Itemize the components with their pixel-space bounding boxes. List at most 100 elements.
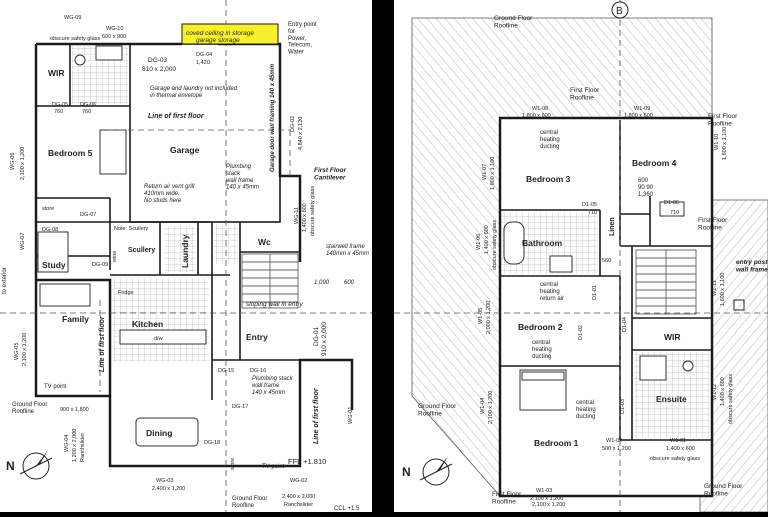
- note-line: 410mm wide.: [144, 191, 180, 197]
- note-line: ducting: [540, 144, 559, 150]
- note-garage-door-framing: Garage door wall framing 140 x 45mm: [270, 63, 276, 172]
- label-w109-size: 1,800 x 600: [624, 113, 653, 119]
- label-760-a: 760: [54, 109, 63, 115]
- label-dg02-size: 4,840 x 2,120: [298, 117, 304, 150]
- note-line-first-floor-2: Line of first floor: [99, 315, 106, 372]
- label-w105-size: 2,000 x 1,200: [486, 301, 492, 334]
- label-dg15: DG-15: [218, 368, 234, 374]
- note-line: Ground Floor: [494, 15, 533, 22]
- note-line: Roofline: [708, 120, 732, 127]
- room-linen: Linen: [609, 217, 616, 236]
- label-dg06: DG-06: [80, 102, 96, 108]
- label-wg04-size: 1,200 x 2,000: [72, 429, 78, 462]
- note-line: Roofline: [494, 22, 518, 29]
- label-w101-size: 1,400 x 600: [666, 446, 695, 452]
- label-dg08: DG-08: [42, 227, 58, 233]
- first-floor-plan: B Bedroom 3 Bedroom 4 Bathroom Linen Bed…: [394, 0, 768, 513]
- label-dg16: DG-16: [250, 368, 266, 374]
- label-bottom-size: 2,100 x 1,200: [532, 502, 565, 508]
- note-line: Roofline: [570, 94, 594, 101]
- label-w109: W1-09: [634, 106, 650, 112]
- room-laundry: Laundry: [180, 234, 190, 268]
- room-entry: Entry: [246, 332, 268, 342]
- label-w105: W1-05: [478, 308, 484, 324]
- label-dg01-size: 910 x 2,000: [321, 322, 328, 356]
- label-w106: W1-06: [476, 234, 482, 250]
- note-line: 90 90: [638, 185, 654, 191]
- svg-text:N: N: [402, 465, 411, 479]
- label-w107-size: 1,800 x 1,100: [490, 157, 496, 190]
- note-line: central: [532, 340, 550, 346]
- note-garage-storage: garage storage: [196, 37, 240, 44]
- label-dg01: DG-01: [313, 326, 320, 346]
- label-fridge: Fridge: [118, 290, 134, 296]
- note-line: wall frame: [736, 266, 768, 273]
- room-bedroom4: Bedroom 4: [632, 158, 677, 168]
- note-line: central: [540, 130, 558, 136]
- grid-label-b: B: [616, 6, 623, 17]
- note-line: 140 x 45mm: [252, 390, 285, 396]
- label-wg06-size: 2,100 x 1,200: [20, 147, 26, 180]
- label-560: 560: [602, 258, 611, 264]
- label-dg03: DG-03: [148, 57, 168, 64]
- label-710-b: 710: [670, 210, 679, 216]
- note-line: 600: [638, 178, 649, 184]
- label-dg18: DG-18: [204, 440, 220, 446]
- room-store-1: store: [42, 206, 54, 212]
- kitchen-tiles: [113, 278, 209, 362]
- first-floor-room-labels: Bedroom 3 Bedroom 4 Bathroom Linen Bedro…: [518, 158, 687, 448]
- first-floor-grid-lines: [394, 0, 768, 512]
- room-study: Study: [42, 260, 66, 270]
- label-wg10-size: 600 x 900: [102, 34, 126, 40]
- note-line: First Floor: [698, 217, 728, 224]
- garage-walls: [36, 43, 300, 400]
- ground-floor-plan: WG-09 obscure safety glass WG-10 600 x 9…: [0, 0, 372, 512]
- grid-bubble-b: [611, 1, 629, 19]
- label-dg07: DG-07: [80, 212, 96, 218]
- room-wc: Wc: [258, 237, 271, 247]
- note-line: for: [288, 29, 295, 35]
- label-dw: d/w: [154, 336, 163, 342]
- note-line: Roofline: [704, 490, 728, 497]
- note-line: heating: [540, 137, 560, 143]
- label-w112-note: obscure safety glass: [728, 374, 734, 424]
- ground-grid-lines: [0, 0, 372, 512]
- label-w106-size: 1,400 x 600: [484, 225, 490, 254]
- note-line: Ground Floor: [704, 483, 743, 490]
- room-wir-ff: WIR: [664, 332, 681, 342]
- label-w112: W1-12: [712, 384, 718, 400]
- label-d101: D1-01: [592, 285, 598, 300]
- note-line: wall frame: [226, 178, 254, 184]
- note-line-first-floor: Line of first floor: [148, 113, 205, 120]
- label-wg09-note: obscure safety glass: [50, 36, 100, 42]
- label-w102-size: 500 x 1,200: [602, 446, 631, 452]
- label-w110-size: 1,600 x 1,100: [722, 127, 728, 160]
- north-arrow-icon-ff: N: [402, 456, 453, 486]
- note-line: Entry point: [288, 22, 317, 28]
- first-floor-window-labels: W1-08 1,800 x 600 W1-09 1,800 x 600 W1-0…: [476, 106, 734, 508]
- note-sloping-wall: sloping wall in entry: [246, 301, 303, 308]
- note-ccl: CCL +1.5: [334, 506, 360, 512]
- note-line: ducting: [576, 414, 595, 420]
- note-line: central: [540, 282, 558, 288]
- laundry-tiles: [164, 226, 196, 272]
- note-line: Roofline: [698, 224, 722, 231]
- note-line: heating: [532, 347, 552, 353]
- label-760-b: 760: [82, 109, 91, 115]
- room-wir: WIR: [48, 68, 65, 78]
- label-710-a: 710: [588, 210, 597, 216]
- label-wg02-size: 2,400 x 2,000: [282, 494, 315, 500]
- note-line: Ground Floor: [12, 402, 47, 408]
- note-tv-point-1: TV point: [44, 384, 67, 390]
